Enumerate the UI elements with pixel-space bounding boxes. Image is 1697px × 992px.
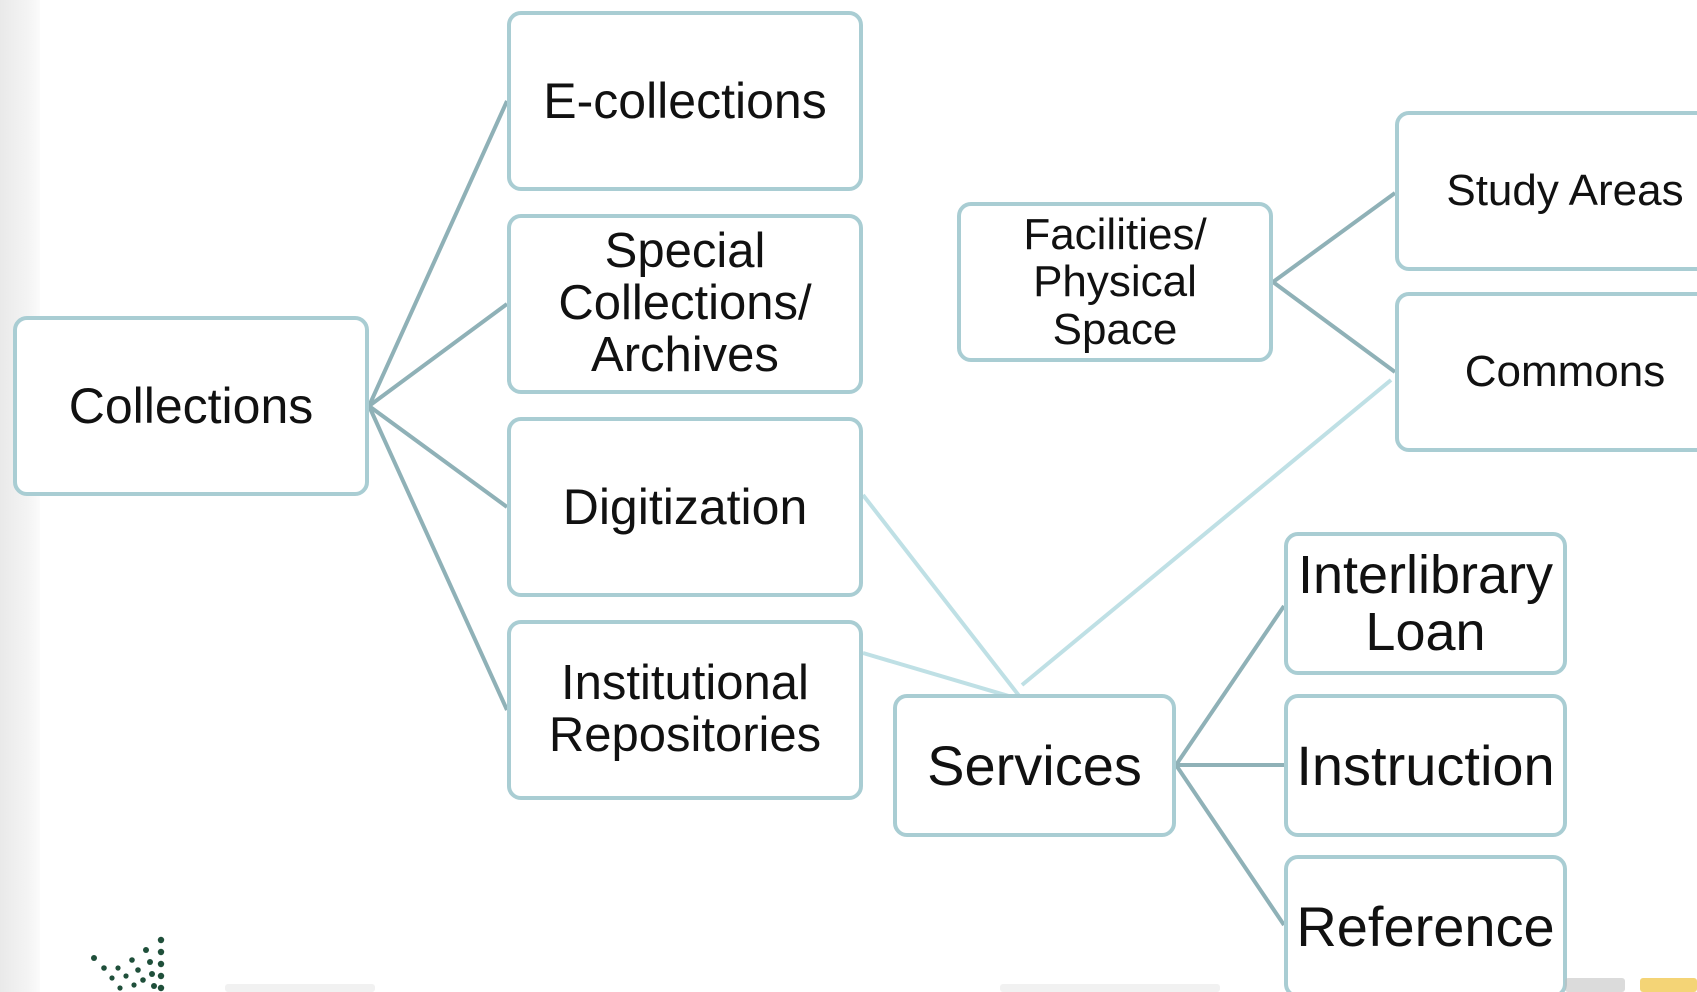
node-label: E-collections — [543, 72, 827, 129]
footer-text-fragment — [1000, 984, 1220, 992]
node-facilities-physical-space: Facilities/ Physical Space — [957, 202, 1273, 362]
node-reference: Reference — [1284, 855, 1567, 992]
edge-digitization-services — [861, 493, 1022, 699]
node-digitization: Digitization — [507, 417, 863, 597]
node-label: Digitization — [562, 478, 808, 535]
node-label: Reference — [1296, 894, 1555, 958]
node-label: Institutional Repositories — [548, 656, 822, 762]
node-e-collections: E-collections — [507, 11, 863, 191]
edge-facilities-study — [1271, 191, 1397, 284]
edge-facilities-commons — [1271, 280, 1397, 374]
node-instruction: Instruction — [1284, 694, 1567, 837]
footer-logo-fragment — [1565, 978, 1625, 992]
node-label: Collections — [68, 377, 314, 434]
edge-institutional-services — [862, 651, 1023, 702]
node-interlibrary-loan: Interlibrary Loan — [1284, 532, 1567, 675]
node-label: Special Collections/ Archives — [558, 224, 812, 382]
node-commons: Commons — [1395, 292, 1697, 452]
node-services: Services — [893, 694, 1176, 837]
dotted-fan-logo-icon — [91, 936, 165, 992]
node-label: Instruction — [1296, 733, 1555, 797]
edge-services-ill — [1174, 604, 1286, 767]
node-label: Commons — [1464, 346, 1666, 396]
edge-commons-services — [1020, 378, 1393, 687]
edge-collections-digitization — [367, 404, 509, 509]
node-label: Interlibrary Loan — [1297, 544, 1554, 662]
node-institutional-repositories: Institutional Repositories — [507, 620, 863, 800]
left-margin-strip — [0, 0, 40, 992]
node-study-areas: Study Areas — [1395, 111, 1697, 271]
node-label: Facilities/ Physical Space — [1023, 210, 1207, 354]
footer-text-fragment — [225, 984, 375, 992]
node-label: Services — [927, 733, 1142, 797]
footer-logo-fragment — [1640, 978, 1697, 992]
node-label: Study Areas — [1446, 165, 1684, 215]
node-special-collections-archives: Special Collections/ Archives — [507, 214, 863, 394]
node-collections: Collections — [13, 316, 369, 496]
edge-collections-institutional — [367, 405, 509, 711]
edge-collections-special — [367, 302, 509, 408]
edge-services-reference — [1174, 763, 1286, 927]
edge-collections-ecollections — [367, 100, 509, 407]
